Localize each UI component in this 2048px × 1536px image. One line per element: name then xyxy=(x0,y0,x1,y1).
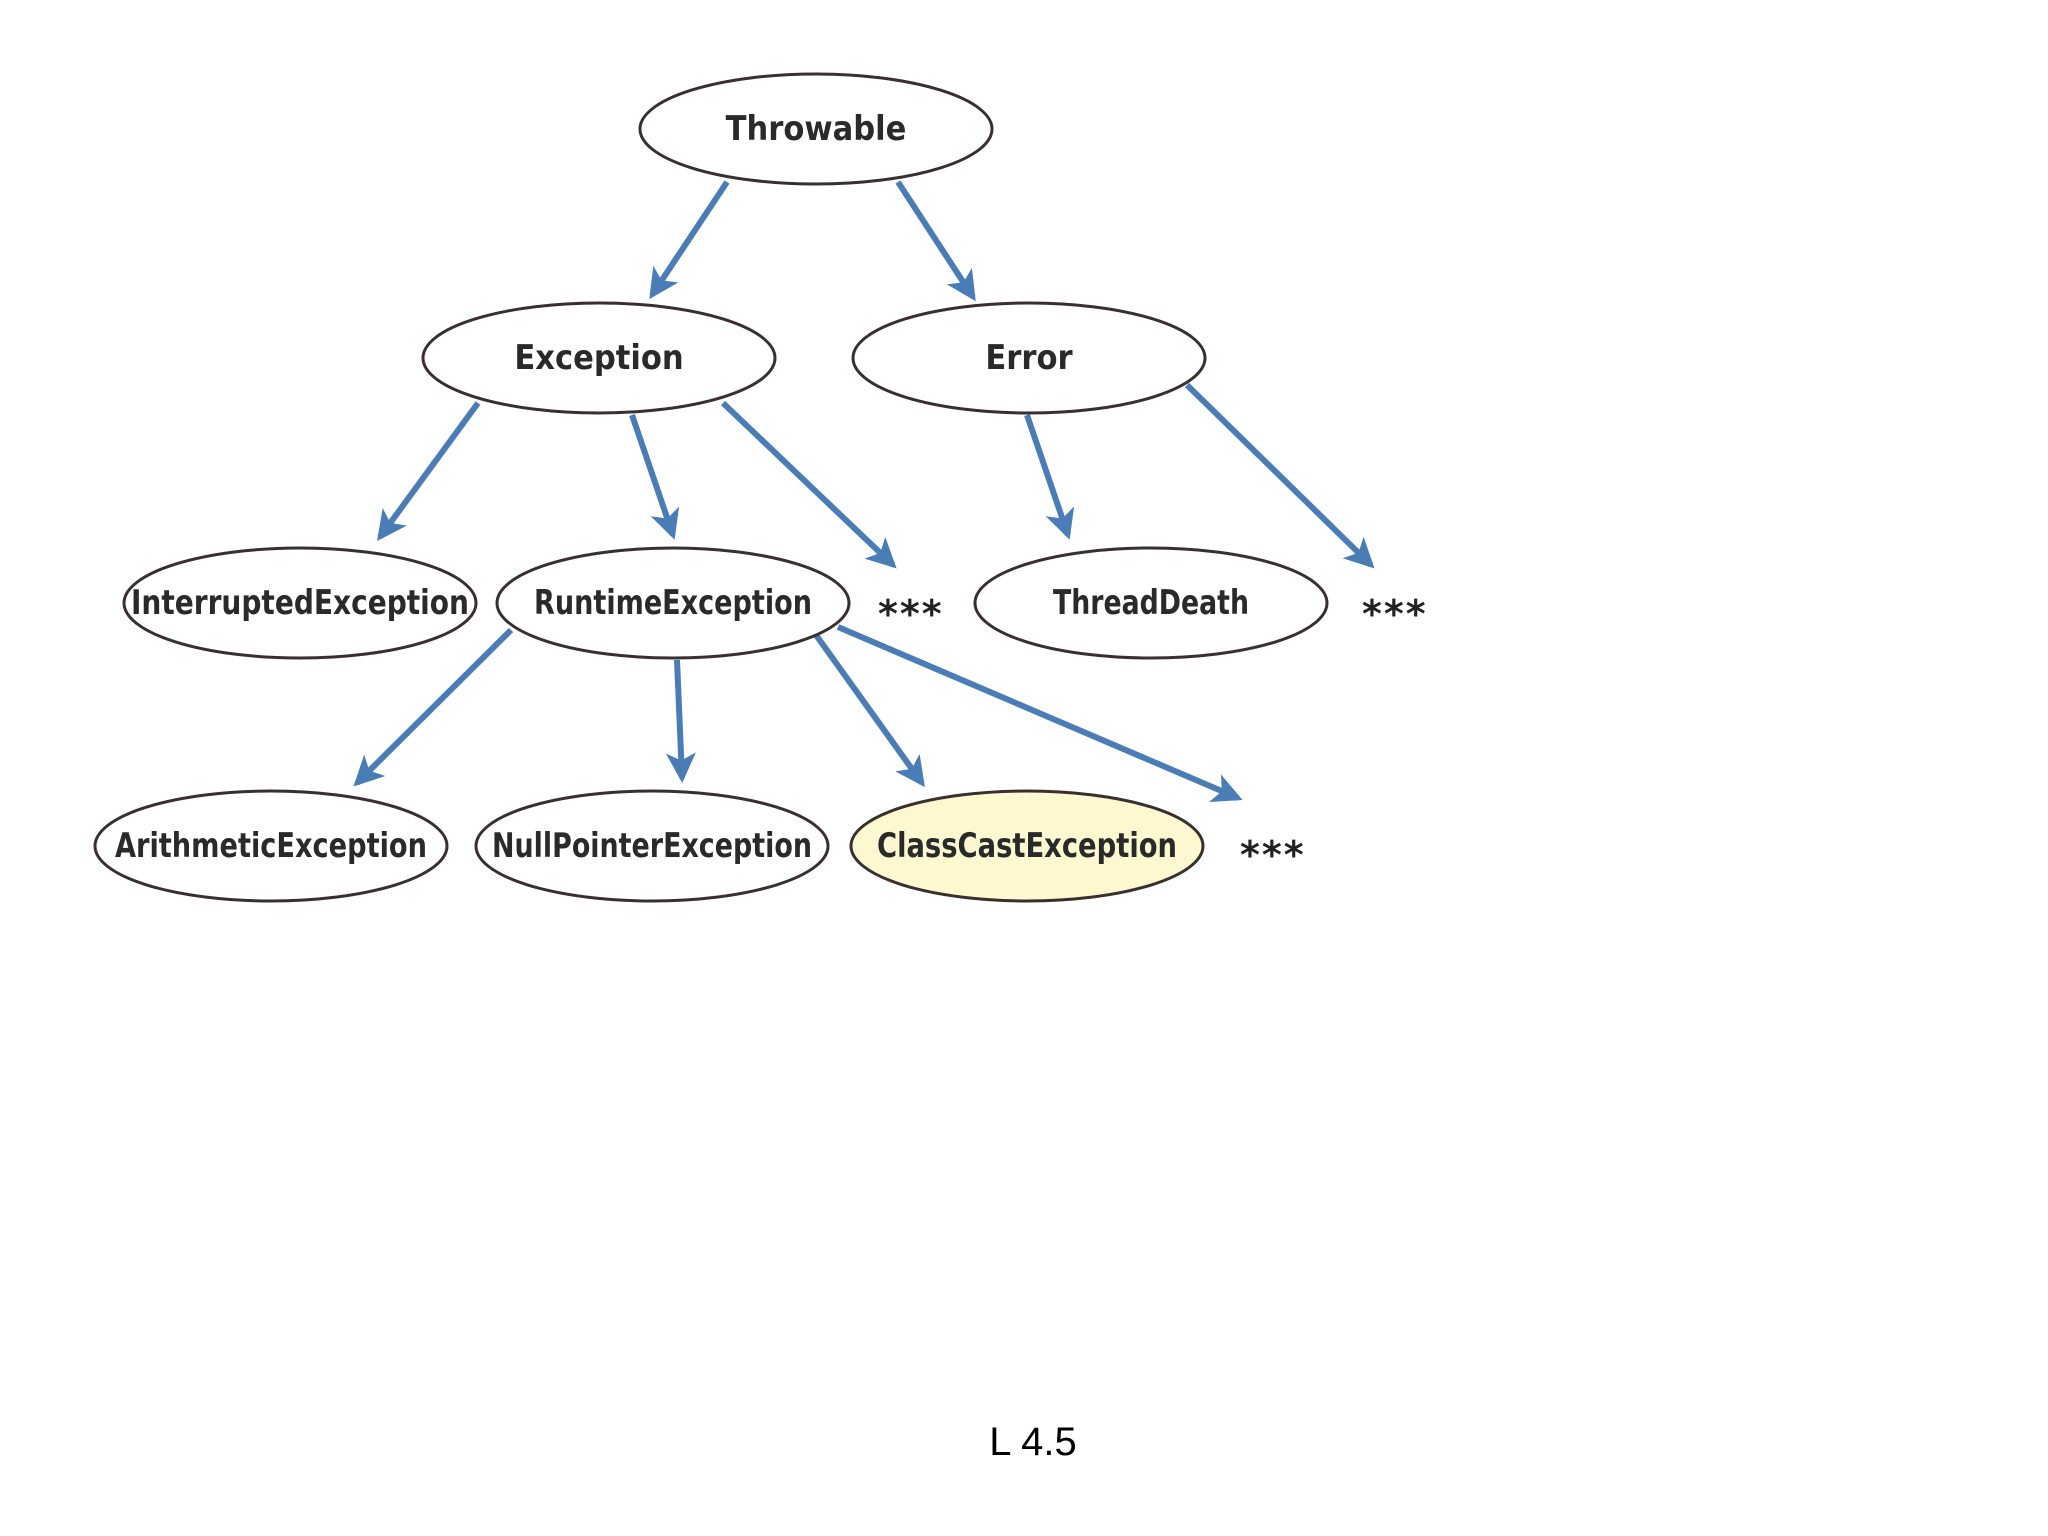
edge-error-threaddeath xyxy=(1024,414,1075,540)
node-label: NullPointerException xyxy=(492,826,812,866)
edge-throwable-error xyxy=(895,180,976,302)
edge-exception-interrupted xyxy=(377,401,481,542)
edge-runtime-more xyxy=(836,624,1243,802)
node-throwable: Throwable xyxy=(638,72,994,186)
node-runtime-exception: RuntimeException xyxy=(495,546,851,660)
node-class-cast-exception: ClassCastException xyxy=(849,789,1205,903)
node-error: Error xyxy=(851,301,1207,415)
node-arithmetic-exception: ArithmeticException xyxy=(93,789,449,903)
node-label: RuntimeException xyxy=(534,583,812,623)
node-thread-death: ThreadDeath xyxy=(973,546,1329,660)
node-label: ThreadDeath xyxy=(1053,583,1249,623)
node-label: Error xyxy=(985,338,1073,378)
edge-error-more xyxy=(1184,382,1375,569)
edge-runtime-arithmetic xyxy=(353,627,514,787)
node-label: ArithmeticException xyxy=(115,826,427,866)
more-runtime-marker: *** xyxy=(1240,833,1306,877)
node-exception: Exception xyxy=(421,301,777,415)
edge-exception-runtime xyxy=(629,414,680,540)
node-label: Exception xyxy=(514,338,683,378)
edge-throwable-exception xyxy=(649,180,730,300)
edge-runtime-nullpointer xyxy=(665,659,696,783)
node-null-pointer-exception: NullPointerException xyxy=(474,789,830,903)
more-errors-marker: *** xyxy=(1362,592,1428,636)
edges xyxy=(353,180,1375,802)
node-label: ClassCastException xyxy=(877,826,1177,866)
edge-runtime-classcast xyxy=(813,633,925,788)
more-exceptions-marker: *** xyxy=(878,592,944,636)
node-label: Throwable xyxy=(726,109,907,149)
node-interrupted-exception: InterruptedException xyxy=(122,546,478,660)
node-label: InterruptedException xyxy=(131,583,469,623)
slide-number: L 4.5 xyxy=(989,1420,1077,1464)
edge-exception-more xyxy=(720,400,897,569)
